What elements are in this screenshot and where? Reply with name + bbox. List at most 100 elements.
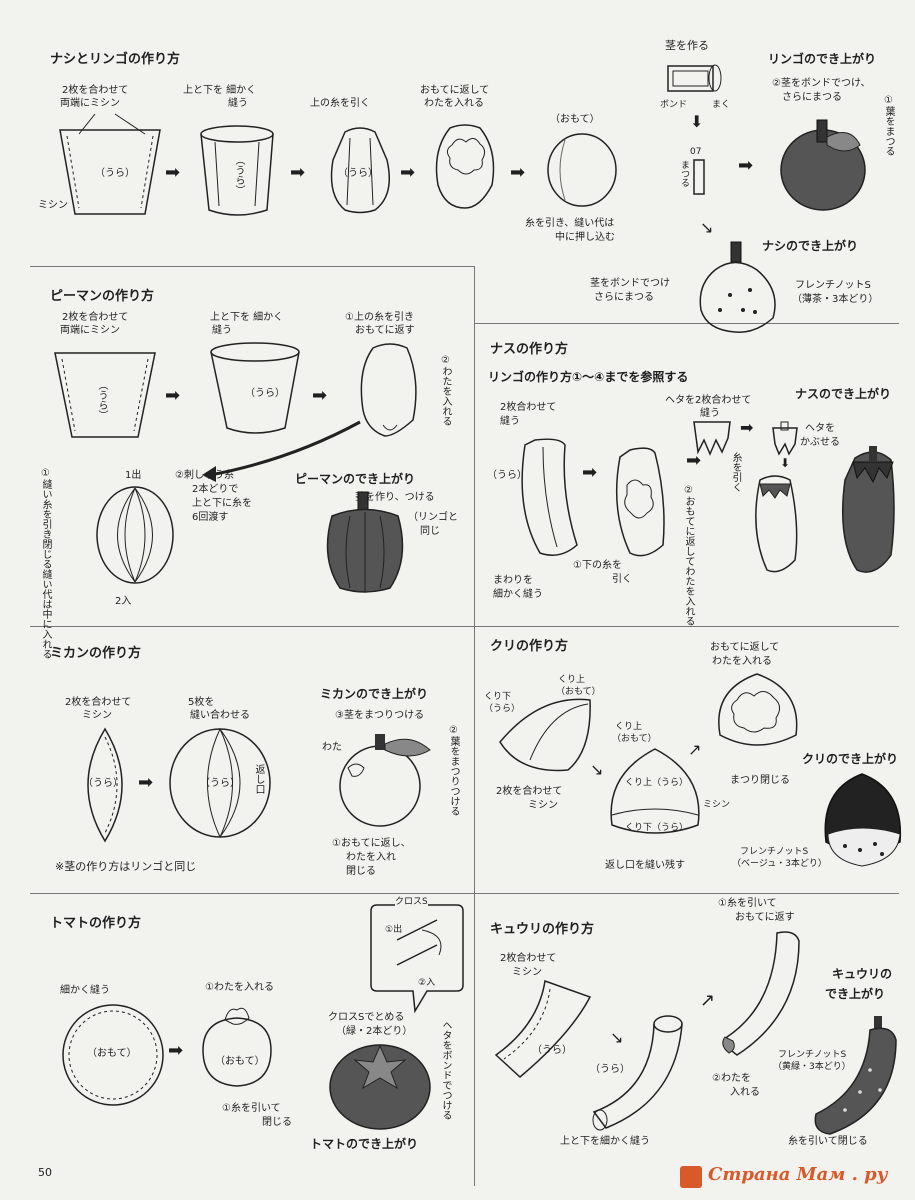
stem-roll-illustration [667, 64, 722, 92]
heta-label: 縫う [700, 408, 720, 419]
mishin-label: ミシン [703, 800, 731, 810]
step-label: おもてに返す [735, 912, 795, 923]
step-label: おもてに返して [420, 85, 490, 96]
kuki-title: 茎を作る [665, 39, 709, 52]
step-label: 上と下に糸を [192, 498, 252, 509]
heta-label: ヘタを [805, 423, 835, 434]
nasu-result-title: ナスのでき上がり [795, 387, 892, 401]
french-knot-label: （黄緑・3本どり） [773, 1062, 851, 1072]
step-label: 上と下を細かく縫う [560, 1136, 650, 1147]
omote-label: （おもて） [550, 114, 600, 125]
mishin-label: ミシン [38, 200, 68, 211]
arrow-diag-icon: ↗ [700, 990, 716, 1011]
calyx2-illustration [772, 421, 798, 456]
step-label: 細かく縫う [60, 985, 110, 996]
bond-label: ボンド [660, 100, 688, 110]
ura-label: （うら） [95, 168, 135, 179]
nashi-note: さらにまつる [594, 292, 654, 303]
arrow-right-icon: ➡ [138, 772, 154, 793]
reference-note: リンゴの作り方①～④までを参照する [488, 370, 689, 384]
step-label: ①糸を引いて [718, 898, 777, 909]
lens-fabric-illustration [87, 727, 123, 843]
heta-label: ヘタをボンドでつける [440, 1020, 451, 1120]
step-label: ミシン [82, 710, 112, 721]
matsuri-label: まつり閉じる [730, 775, 790, 786]
eggplant-fabric-illustration [521, 438, 578, 556]
apple-result-illustration [780, 119, 866, 211]
step-label: 縫う [500, 416, 520, 427]
step-label: ①わたを入れる [205, 982, 274, 993]
section-title: クリの作り方 [490, 639, 569, 654]
eggplant-stuffed-illustration [615, 447, 665, 557]
kuki-label: ③茎をまつりつける [335, 710, 425, 721]
step-label: 5枚を [188, 697, 215, 708]
ura-label: （うら） [532, 1045, 572, 1056]
ue-ura-label: くり上（うら） [625, 778, 689, 788]
divider-row3 [30, 893, 899, 894]
cross-in-label: ②入 [418, 978, 436, 988]
curved-arrow-icon [202, 420, 361, 482]
step-label: 糸を引き、縫い代は [525, 218, 615, 229]
divider-top-left [30, 266, 475, 267]
french-knot-label: フレンチノットS [778, 1050, 847, 1060]
chestnut-result-illustration [824, 773, 902, 867]
ringo-result-title: リンゴのでき上がり [768, 52, 877, 66]
divider-row2 [30, 626, 899, 627]
piman-note: 茎を作り、つける [355, 492, 435, 503]
ura-label: （うら） [338, 168, 378, 179]
matsuru-label: まつる [679, 160, 689, 187]
tube-illustration [200, 125, 274, 216]
arrow-diag-icon: ↘ [700, 218, 714, 237]
step-label: ①下の糸を [573, 560, 622, 571]
heta-label: ヘタを2枚合わせて [665, 395, 752, 406]
chestnut-assembled-illustration [610, 748, 700, 834]
chestnut-pieces-illustration [499, 698, 591, 772]
arrow-right-icon: ➡ [738, 155, 754, 176]
kuri-shita-label: くり下 [484, 692, 512, 702]
french-knot-label: （薄茶・3本どり） [792, 294, 879, 305]
stuffed-pepper-illustration [360, 343, 417, 437]
arrow-right-icon: ➡ [582, 462, 598, 483]
tube-illustration [210, 342, 300, 434]
kyuri-result-title: でき上がり [825, 987, 886, 1001]
step-label: 入れる [730, 1087, 760, 1098]
wata-label: わた [322, 742, 342, 753]
step-label: 2枚を合わせて [62, 312, 129, 323]
step-label: おもてに返す [355, 325, 415, 336]
arrow-right-icon: ➡ [400, 162, 416, 183]
ura-label: （うら） [487, 470, 527, 481]
pepper-ball-illustration [96, 486, 174, 584]
step-label: ①糸を引いて [222, 1103, 281, 1114]
step-label: 閉じる [262, 1117, 292, 1128]
cucumber-turned-illustration [722, 931, 800, 1056]
piman-note: （リンゴと [408, 512, 458, 523]
kyuri-result-title: キュウリの [832, 967, 893, 981]
fabric-trapezoid-illustration [59, 113, 161, 215]
step-label: わたを入れる [712, 656, 772, 667]
divider-nasu-left [474, 266, 475, 626]
shita-ura-label: くり下（うら） [625, 823, 689, 833]
circle-fabric-illustration [62, 1004, 164, 1106]
step-label: 2枚合わせて [500, 953, 557, 964]
ringo-leaf-note: ①葉をまつる [883, 95, 894, 156]
chestnut-stuffed-illustration [718, 673, 798, 746]
arrow-diag-icon: ↗ [688, 740, 702, 759]
step-label: 縫う [212, 325, 232, 336]
nashi-note: 茎をボンドでつけ [590, 278, 670, 289]
stem-illustration [693, 159, 705, 195]
cross-note: クロスSでとめる [328, 1012, 405, 1023]
step-label: わたを入れる [424, 98, 484, 109]
tomato-result-illustration [329, 1044, 431, 1130]
step-label: 2本どりで [192, 484, 239, 495]
ura-label: （うら） [200, 778, 240, 789]
section-title: ピーマンの作り方 [50, 289, 155, 304]
stuffing-illustration [435, 124, 495, 209]
eggplant-result-illustration [841, 446, 895, 573]
arrow-diag-icon: ↘ [590, 760, 604, 779]
kuri-ue-label: くり上 [558, 675, 586, 685]
ball-illustration [547, 133, 617, 207]
in-label: 2入 [115, 596, 132, 607]
cucumber-result-illustration [814, 1016, 897, 1135]
step-label: ②おもてに返してわたを入れる [683, 485, 694, 626]
gathered-pouch-illustration [330, 127, 390, 214]
